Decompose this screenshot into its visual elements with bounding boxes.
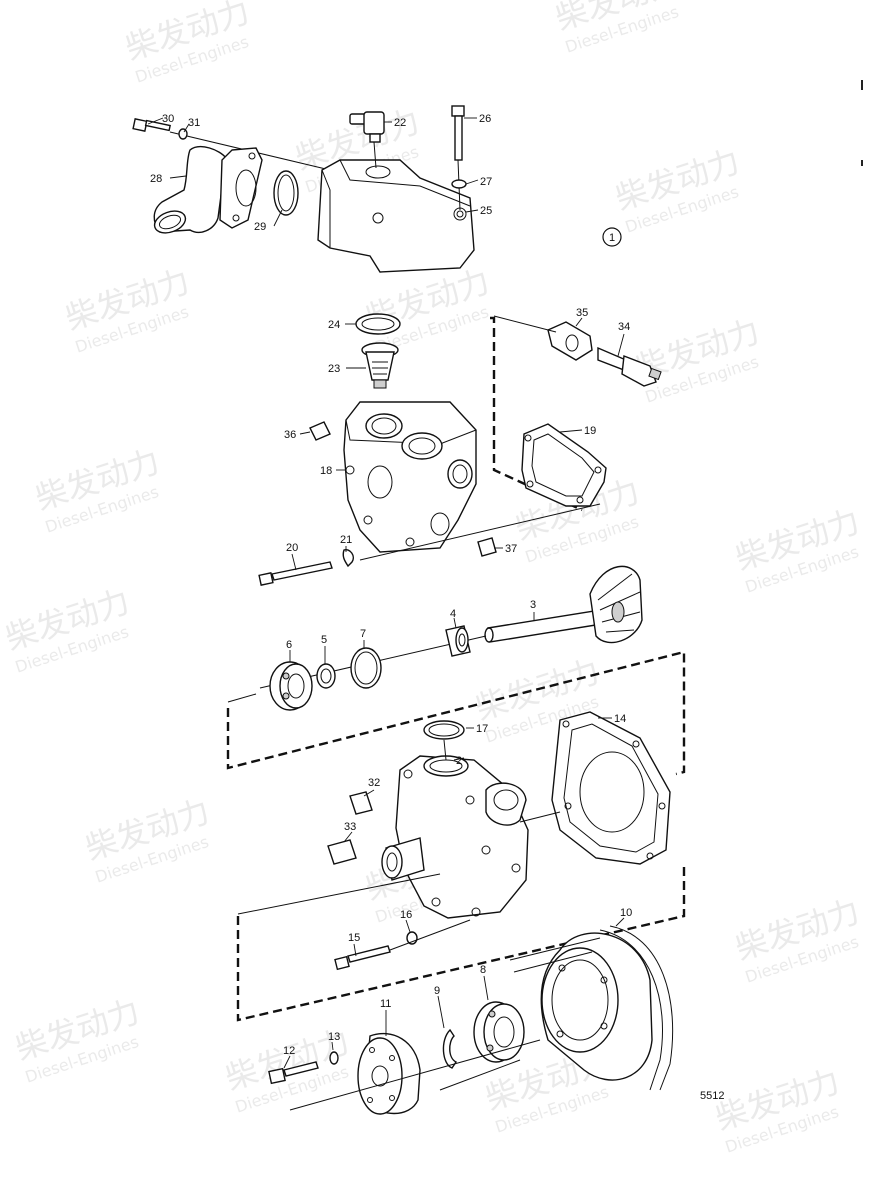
thermostat-cover-housing bbox=[317, 159, 475, 273]
watermark-layer: 柴发动力 Diesel-Engines 柴发动力 Diesel-Engines … bbox=[1, 0, 864, 1157]
figure-number: 5512 bbox=[700, 1090, 724, 1102]
callout-14: 14 bbox=[614, 713, 626, 725]
callout-29: 29 bbox=[254, 221, 266, 233]
callout-17: 17 bbox=[476, 723, 488, 735]
pump-upper-housing-18 bbox=[343, 401, 477, 553]
callout-labels: 30 31 22 26 28 27 25 29 24 35 34 23 36 1… bbox=[150, 113, 632, 1057]
callout-30: 30 bbox=[162, 113, 174, 125]
margin-marks bbox=[861, 80, 863, 166]
washer-27 bbox=[451, 179, 467, 189]
bolt-20 bbox=[258, 561, 333, 586]
gasket-14 bbox=[551, 711, 671, 865]
callout-16: 16 bbox=[400, 909, 412, 921]
callout-18: 18 bbox=[320, 465, 332, 477]
callout-8: 8 bbox=[480, 964, 486, 976]
seal-24 bbox=[355, 313, 401, 335]
callout-20: 20 bbox=[286, 542, 298, 554]
callout-33: 33 bbox=[344, 821, 356, 833]
washer-21 bbox=[342, 549, 354, 568]
callout-34: 34 bbox=[618, 321, 630, 333]
callout-37: 37 bbox=[505, 543, 517, 555]
callout-3: 3 bbox=[530, 599, 536, 611]
bearing-8 bbox=[473, 1001, 525, 1063]
circlip-9 bbox=[442, 1028, 458, 1069]
pump-housing-2 bbox=[381, 755, 529, 919]
callout-23: 23 bbox=[328, 363, 340, 375]
callout-9: 9 bbox=[434, 985, 440, 997]
callout-19: 19 bbox=[584, 425, 596, 437]
callout-12: 12 bbox=[283, 1045, 295, 1057]
elbow-flange bbox=[219, 147, 263, 229]
elbow-fitting-22 bbox=[349, 111, 385, 143]
callout-25: 25 bbox=[480, 205, 492, 217]
callout-6: 6 bbox=[286, 639, 292, 651]
washer-31 bbox=[178, 128, 188, 140]
callout-11: 11 bbox=[380, 998, 391, 1010]
callout-15: 15 bbox=[348, 932, 360, 944]
group-marker-label: 1 bbox=[609, 232, 615, 244]
callout-31: 31 bbox=[188, 117, 200, 129]
pulley-10 bbox=[509, 925, 674, 1091]
seal-17 bbox=[423, 720, 465, 740]
callout-32: 32 bbox=[368, 777, 380, 789]
bolt-26 bbox=[451, 105, 465, 161]
bearing-6 bbox=[269, 661, 313, 711]
plug-37 bbox=[477, 537, 497, 557]
callout-35: 35 bbox=[576, 307, 588, 319]
hub-11 bbox=[357, 1032, 421, 1115]
bolt-12 bbox=[268, 1061, 319, 1085]
callout-10: 10 bbox=[620, 907, 632, 919]
callout-24: 24 bbox=[328, 319, 340, 331]
thermostat-23 bbox=[361, 342, 399, 389]
plug-36 bbox=[309, 421, 331, 441]
elbow-pipe-28 bbox=[153, 146, 227, 234]
impeller-shaft-3 bbox=[484, 565, 643, 644]
seal-5 bbox=[316, 663, 336, 689]
callout-2: 2 bbox=[456, 755, 462, 767]
callout-21: 21 bbox=[340, 534, 352, 546]
gasket-19 bbox=[521, 423, 607, 507]
callout-4: 4 bbox=[450, 608, 456, 620]
group-marker: 1 bbox=[602, 227, 622, 247]
adapter-35 bbox=[547, 321, 593, 361]
callout-28: 28 bbox=[150, 173, 162, 185]
bolt-15 bbox=[334, 945, 391, 971]
bolt-30 bbox=[132, 118, 171, 132]
callout-36: 36 bbox=[284, 429, 296, 441]
callout-13: 13 bbox=[328, 1031, 340, 1043]
leader-lines bbox=[147, 117, 625, 1069]
callout-22: 22 bbox=[394, 117, 406, 129]
o-ring-7 bbox=[350, 647, 382, 689]
plug-33 bbox=[327, 839, 357, 865]
temperature-sender-34 bbox=[597, 346, 662, 387]
thermostat-housing-group bbox=[132, 105, 475, 273]
callout-5: 5 bbox=[321, 634, 327, 646]
plug-32 bbox=[349, 791, 373, 815]
seal-4 bbox=[445, 625, 471, 657]
callout-26: 26 bbox=[479, 113, 491, 125]
callout-27: 27 bbox=[480, 176, 492, 188]
callout-7: 7 bbox=[360, 628, 366, 640]
washer-13 bbox=[329, 1051, 339, 1065]
